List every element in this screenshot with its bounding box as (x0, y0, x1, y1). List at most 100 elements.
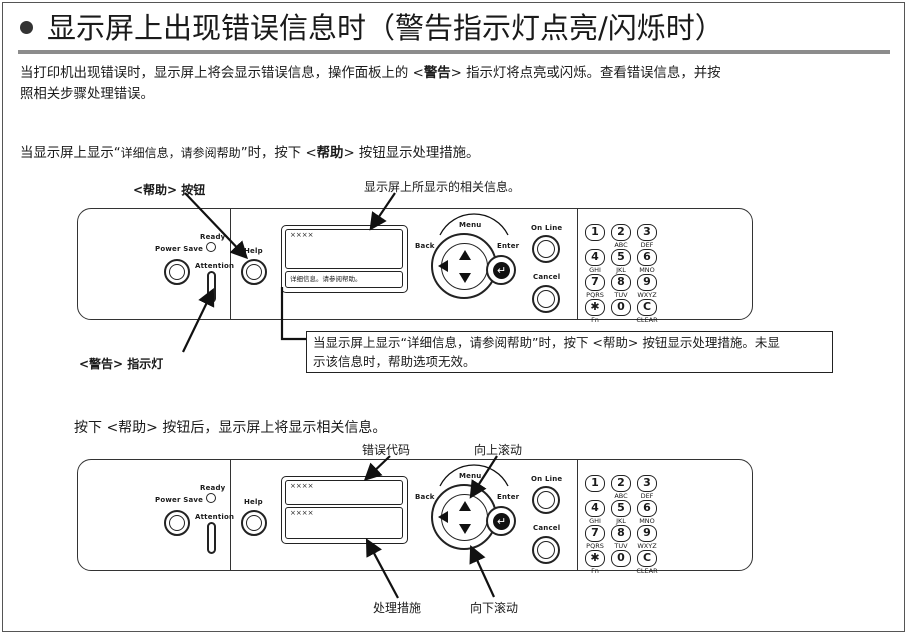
ready-led (206, 242, 216, 252)
key-3[interactable]: 3 (637, 224, 657, 241)
step2-text: 按下 <帮助> 按钮后，显示屏上将显示相关信息。 (74, 420, 387, 436)
attention-label: Attention (195, 262, 235, 270)
help-button-arrow (184, 192, 249, 260)
key-6[interactable]: 6 (637, 249, 657, 266)
online-button[interactable] (532, 235, 560, 263)
power-save-button[interactable] (164, 259, 190, 285)
panel-divider (577, 209, 578, 319)
key-sublabel: MNO (639, 517, 655, 525)
key-c[interactable]: C (637, 299, 657, 316)
scroll-up-label: 向上滚动 (474, 443, 523, 457)
key-sublabel: JKL (616, 517, 626, 525)
back-arrow-icon[interactable] (438, 511, 448, 523)
attention-led (207, 522, 216, 554)
key-sublabel: PQRS (586, 291, 604, 299)
help-button-label: <帮助> 按钮 (133, 183, 206, 197)
action-label: 处理措施 (373, 601, 422, 615)
error-code-label: 错误代码 (362, 443, 411, 457)
key-4[interactable]: 4 (585, 500, 605, 517)
ready-label: Ready (200, 233, 226, 241)
cancel-button[interactable] (532, 285, 560, 313)
key-0[interactable]: 0 (611, 299, 631, 316)
key-1[interactable]: 1 (585, 475, 605, 492)
key-sublabel: GHI (589, 517, 601, 525)
operator-panel-1: Power Save Ready Attention Help ×××× 详细信… (77, 208, 753, 324)
step1-text: 当显示屏上显示“详细信息，请参阅帮助”时，按下 <帮助> 按钮显示处理措施。 (20, 146, 480, 161)
enter-button[interactable]: ↵ (486, 506, 516, 536)
key-2[interactable]: 2 (611, 224, 631, 241)
cancel-button[interactable] (532, 536, 560, 564)
key-9[interactable]: 9 (637, 525, 657, 542)
key-6[interactable]: 6 (637, 500, 657, 517)
panel-divider (230, 460, 231, 570)
key-sublabel: MNO (639, 266, 655, 274)
scroll-down-arrow (469, 545, 495, 598)
online-label: On Line (531, 224, 563, 232)
menu-label: Menu (459, 221, 482, 229)
key-3[interactable]: 3 (637, 475, 657, 492)
help-callout: 当显示屏上显示“详细信息，请参阅帮助”时，按下 <帮助> 按钮显示处理措施。未显… (306, 331, 833, 373)
action-arrow (365, 538, 399, 599)
key-sublabel: TUV (614, 291, 628, 299)
up-arrow-icon[interactable] (459, 501, 471, 511)
key-sublabel: Fn (591, 567, 599, 575)
key-7[interactable]: 7 (585, 274, 605, 291)
panel-divider (230, 209, 231, 319)
error-code-arrow (363, 455, 391, 482)
key-4[interactable]: 4 (585, 249, 605, 266)
key-star[interactable]: ✱ (585, 550, 605, 567)
ready-led (206, 493, 216, 503)
key-c[interactable]: C (637, 550, 657, 567)
display-info-label: 显示屏上所显示的相关信息。 (364, 180, 521, 194)
display-arrow (369, 192, 396, 231)
key-8[interactable]: 8 (611, 274, 631, 291)
callout-connector (280, 287, 306, 341)
attention-led-label: <警告> 指示灯 (79, 357, 164, 371)
key-1[interactable]: 1 (585, 224, 605, 241)
key-sublabel: JKL (616, 266, 626, 274)
down-arrow-icon[interactable] (459, 524, 471, 534)
enter-label: Enter (497, 242, 520, 250)
key-5[interactable]: 5 (611, 249, 631, 266)
cancel-label: Cancel (533, 524, 561, 532)
key-sublabel: WXYZ (637, 542, 657, 550)
online-button[interactable] (532, 486, 560, 514)
key-sublabel: DEF (640, 492, 654, 500)
power-save-label: Power Save (155, 496, 204, 504)
enter-label: Enter (497, 493, 520, 501)
back-arrow-icon[interactable] (438, 260, 448, 272)
help-button[interactable] (241, 259, 267, 285)
power-save-label: Power Save (155, 245, 204, 253)
attention-label: Attention (195, 513, 235, 521)
enter-icon: ↵ (493, 262, 510, 279)
key-7[interactable]: 7 (585, 525, 605, 542)
menu-label: Menu (459, 472, 482, 480)
key-8[interactable]: 8 (611, 525, 631, 542)
cancel-label: Cancel (533, 273, 561, 281)
display-screen: ×××× 详细信息。请参阅帮助。 (281, 225, 408, 293)
key-sublabel: ABC (614, 492, 628, 500)
panel-divider (577, 460, 578, 570)
help-button[interactable] (241, 510, 267, 536)
key-sublabel: Fn (591, 316, 599, 324)
key-9[interactable]: 9 (637, 274, 657, 291)
power-save-button[interactable] (164, 510, 190, 536)
enter-icon: ↵ (493, 513, 510, 530)
operator-panel-2: Power Save Ready Attention Help ×××× ×××… (77, 459, 753, 575)
key-sublabel: PQRS (586, 542, 604, 550)
key-5[interactable]: 5 (611, 500, 631, 517)
ready-label: Ready (200, 484, 226, 492)
enter-button[interactable]: ↵ (486, 255, 516, 285)
display-screen: ×××× ×××× (281, 476, 408, 544)
key-0[interactable]: 0 (611, 550, 631, 567)
lcd-line-top: ×××× (285, 480, 403, 505)
key-2[interactable]: 2 (611, 475, 631, 492)
back-label: Back (415, 493, 435, 501)
page-title: 显示屏上出现错误信息时（警告指示灯点亮/闪烁时） (20, 8, 724, 48)
up-arrow-icon[interactable] (459, 250, 471, 260)
bullet-icon (20, 20, 33, 34)
down-arrow-icon[interactable] (459, 273, 471, 283)
key-star[interactable]: ✱ (585, 299, 605, 316)
back-label: Back (415, 242, 435, 250)
